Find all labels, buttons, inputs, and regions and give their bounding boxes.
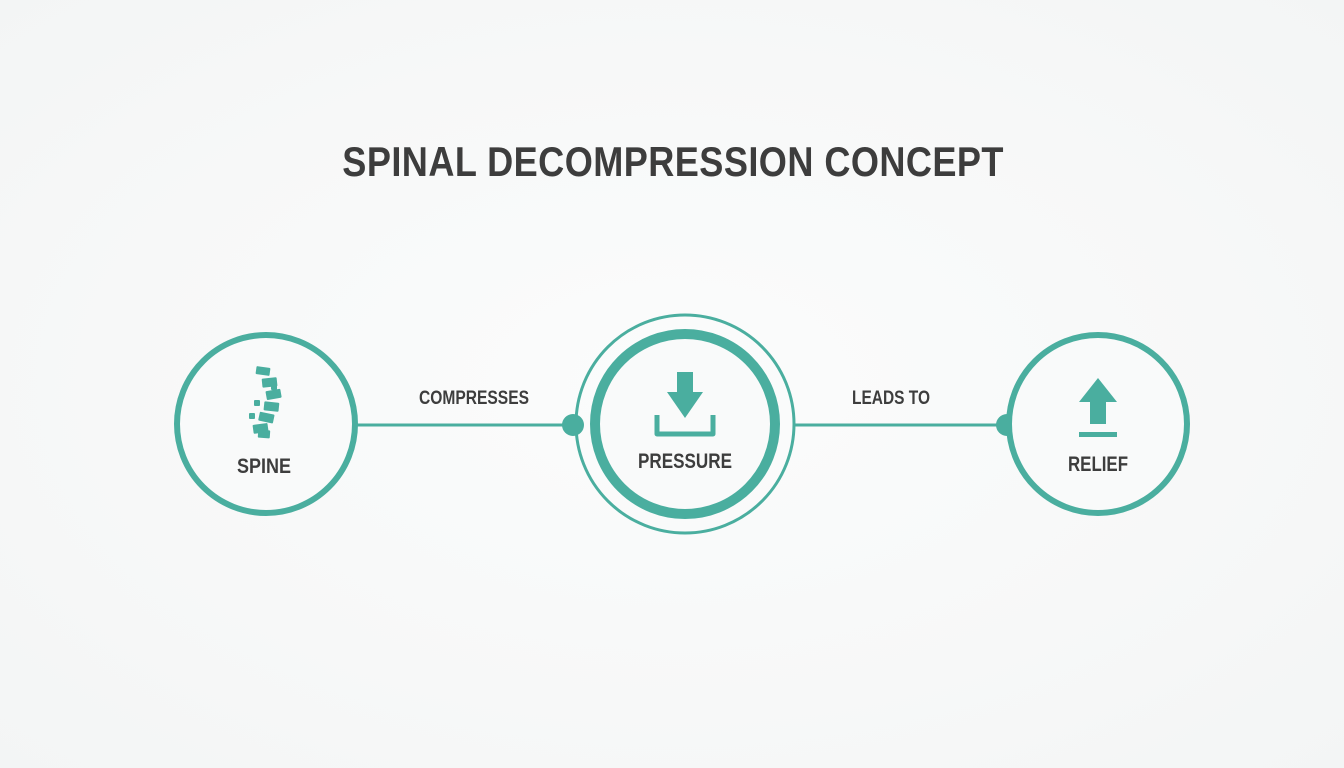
edge-label-leads-to: LEADS TO [852, 388, 930, 409]
diagram-title: SPINAL DECOMPRESSION CONCEPT [342, 138, 1004, 185]
node-relief: RELIEF [1006, 332, 1190, 516]
node-label-pressure: PRESSURE [638, 450, 732, 473]
node-circle [590, 329, 780, 519]
spine-icon [249, 366, 282, 439]
node-label-spine: SPINE [237, 455, 291, 478]
node-label-relief: RELIEF [1068, 453, 1128, 476]
edge-endpoint-dot [562, 414, 584, 436]
edge-label-compresses: COMPRESSES [419, 388, 529, 409]
node-spine: SPINE [174, 332, 358, 516]
edge-leads-to: LEADS TO [794, 388, 1018, 436]
node-pressure: PRESSURE [574, 313, 796, 535]
node-outer-ring [574, 313, 796, 535]
edge-compresses: COMPRESSES [356, 388, 584, 436]
upload-arrow-icon [1079, 378, 1117, 437]
download-arrow-icon [654, 372, 716, 437]
